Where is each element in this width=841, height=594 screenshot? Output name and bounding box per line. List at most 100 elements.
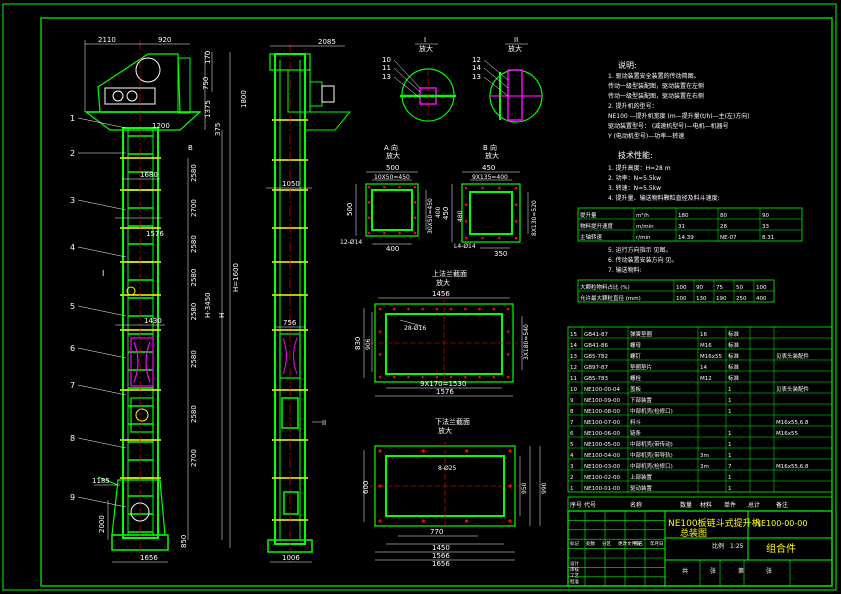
bolt-hole [421,375,424,379]
detail-II-subtitle: 放大 [508,44,522,53]
dim-segment: 2580 [190,303,198,321]
table-cell: 1 [728,442,732,448]
table-cell: 90 [696,285,703,291]
detail-mark-II: II [322,419,326,427]
table-cell: 8 [570,409,574,415]
dim-1006: 1006 [282,554,300,562]
table-cell: NE100-05-00 [584,442,621,448]
bolt-hole [367,201,371,204]
bolt-hole [367,216,371,219]
guide-window [130,397,154,433]
bolt-hole [506,353,510,356]
table-cell: 11 [570,376,577,382]
table-cell: 提升量 [580,211,597,219]
table-cell: 允许最大颗粒直径 (mm) [580,294,641,302]
table-cell: 中部机壳(带传动) [630,440,673,448]
table-cell: 见表头装配件 [776,385,810,393]
detail-I-part-11: 11 [382,64,391,72]
bolt-hole [449,307,453,311]
table-cell: GB41-86 [584,343,609,349]
parts-header: 名称 [630,501,642,509]
table-cell: 1 [728,453,732,459]
bolt-hole [398,231,401,235]
table-cell: GB97-87 [584,365,609,371]
flange-bottom-dim-600: 600 [362,481,370,494]
sign-label: 工艺 [570,573,579,579]
bolt-hole [508,449,512,453]
table-cell: 4 [570,453,574,459]
table-cell: 见表头装配件 [776,352,810,360]
perf-line: 1. 提升高度：H=28 m [608,164,671,172]
dim-170: 170 [204,51,212,64]
dim-segment: 2700 [190,449,198,467]
bolt-hole [464,203,468,206]
flange-bottom: 下法兰截面 放大 8-Ø25 600 1450 1566 1656 770 95… [362,417,548,568]
inspection-window [130,337,154,387]
table-cell: 大颗粒物料占比 (%) [580,283,630,291]
dim-H3450: H-3450 [204,292,212,318]
table-cell: 100 [676,285,687,291]
table-cell: 链条 [630,429,642,437]
bolt-hole [464,186,468,190]
dim-756: 756 [283,319,297,327]
bolt-hole [378,375,382,379]
bolt-hole [464,375,467,379]
drive-housing [97,53,181,113]
table-cell: NE100-07-00 [584,420,621,426]
dim-750: 750 [202,77,210,90]
bolt-hole [478,307,481,311]
detail-II-part-13: 13 [472,73,481,81]
view-mark-B: B [188,144,193,152]
table-cell: 1 [728,398,732,404]
dim-1050: 1050 [282,180,300,188]
table-cell: 垫圈垫片 [630,363,652,371]
note-line: 2. 提升机的型号： [608,102,658,110]
sheet-total-unit: 张 [710,567,716,575]
bolt-hole [378,519,382,523]
dim-H1600: H=1600 [232,263,240,292]
table-cell: 33 [762,224,769,230]
drawing-type: 总装图 [680,527,707,539]
table-cell: 7 [728,464,732,470]
table-cell: 6 [570,431,574,437]
view-B-dim-9x135: 9X135=400 [472,174,508,181]
bolt-hole [514,203,518,206]
table-cell: 3m [700,464,709,470]
bolt-hole [506,375,510,379]
head-sprocket [135,57,161,83]
bolt-hole [383,231,386,235]
table-cell: 螺栓 [630,374,642,382]
table-cell: M16x55 [700,354,722,360]
table-cell: 400 [756,296,767,302]
after-line: 7. 输送物料: [608,266,642,274]
parts-list: 151413121110987654321GB41-87GB41-86GB5-7… [567,326,833,512]
parts-header: 序号 [570,501,582,509]
note-line: Y (电动机型号)—功率—转速 [607,132,684,140]
detail-I-subtitle: 放大 [419,44,433,53]
detail-II-part-12: 12 [472,56,481,64]
table-cell: 10 [570,387,577,393]
dim-1576: 1576 [146,230,164,238]
dim-segment: 2580 [190,269,198,287]
table-cell: 31 [678,224,685,230]
bolt-hole [514,220,518,223]
bolt-hole [514,186,518,190]
detail-I-part-10: 10 [382,56,391,64]
view-A-dim-500-left: 500 [346,203,354,216]
table-cell: 螺钉 [630,352,642,360]
table-cell: NE100-04-00 [584,453,621,459]
table-cell: 驱动装置 [630,484,653,492]
table-cell: 50 [736,285,743,291]
table-cell: 1 [728,409,732,415]
view-B-holes-note: L4-Ø14 [454,243,476,250]
notes: 说明: 1. 驱动装置安全装置的传动简图。 传动一级型装配图，驱动装置在左侧 传… [607,60,750,202]
table-cell: 下部装置 [630,396,653,404]
title-block: NE100板链斗式提升机 总装图 NE100-00-00 组合件 比例 1:25… [567,510,833,587]
table-cell: NE100-06-00 [584,431,621,437]
dim-1375: 1375 [204,100,212,118]
sheet-total: 共 [682,567,688,575]
side-view: 2085 1050 756 1006 II [266,38,352,565]
table-cell: 3 [570,464,574,470]
bolt-hole [464,236,468,240]
table-cell: 28 [720,224,727,230]
